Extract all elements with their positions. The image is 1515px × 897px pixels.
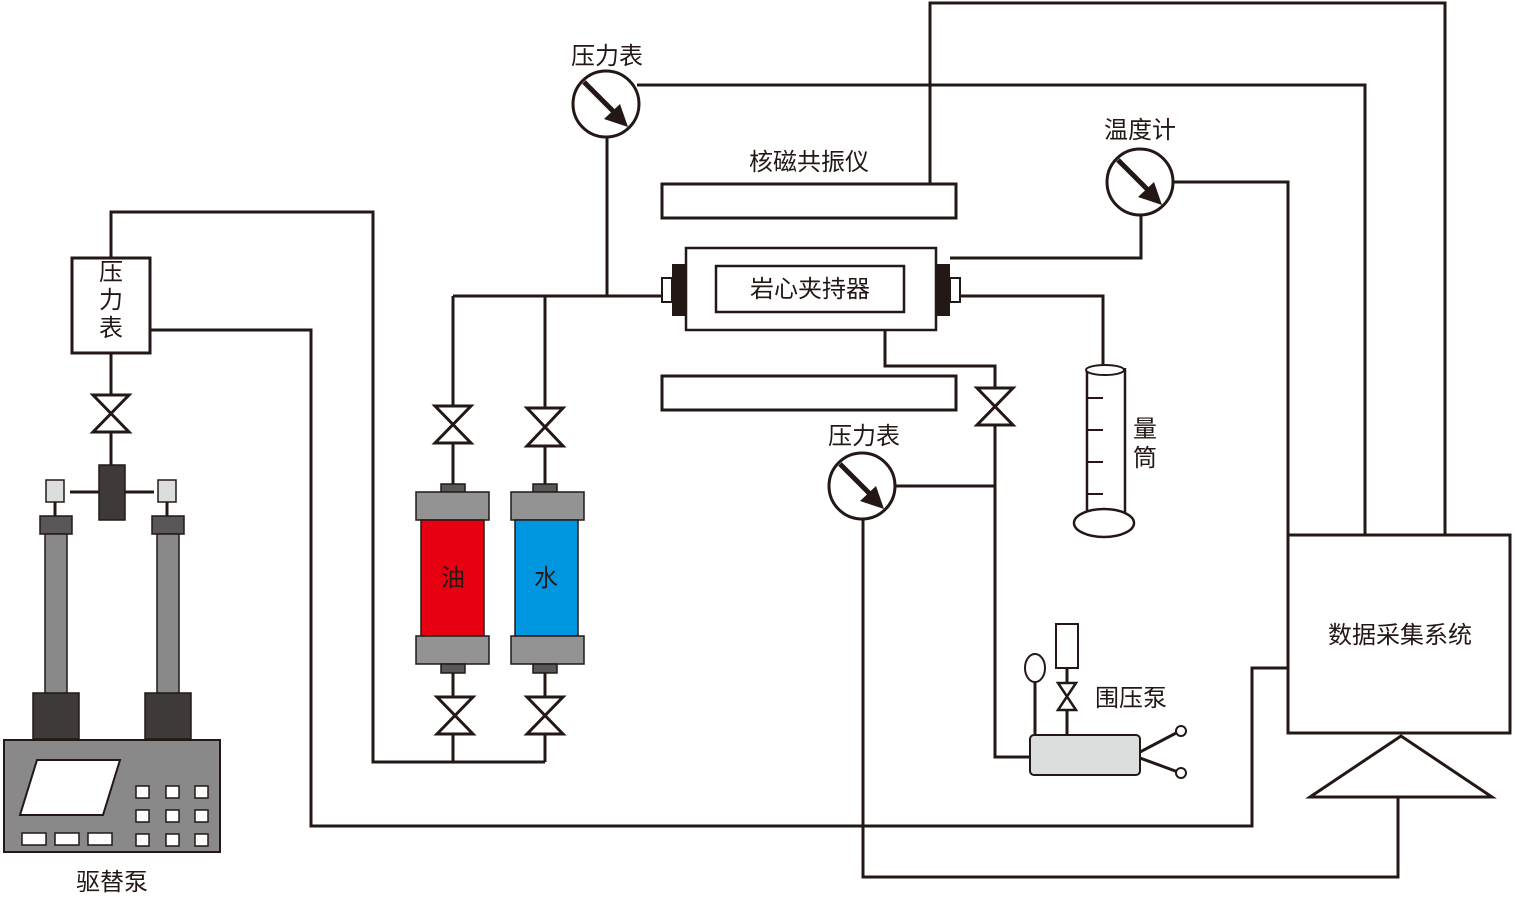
connection-lines [70,1,1447,879]
core-holder-label: 岩心夹持器 [750,275,870,303]
water-label: 水 [534,564,558,592]
confining-pump [1024,623,1187,779]
valve-oil-top[interactable] [431,404,475,445]
valve-water-top[interactable] [523,406,567,448]
gauge-top-label: 压力表 [571,42,643,70]
wire-daq-top-gauge [637,83,1367,535]
cylinder-label-vertical: 量 筒 [1133,415,1165,472]
pump-keypad [21,785,209,847]
daq-box [1286,533,1512,735]
pressure-gauge-left-box [70,256,152,355]
gauge-mid-label: 压力表 [828,422,900,450]
wire-left-gauge-feed [109,210,545,764]
pressure-gauge-top [571,69,641,139]
gauge-left-char-c: 表 [99,314,123,342]
confining-line [883,330,997,390]
core-holder [661,246,961,332]
displacement-pump [3,432,221,853]
oil-label: 油 [441,564,465,592]
displacement-pump-label: 驱替泵 [76,868,148,896]
wire-daq-nmr [928,1,1447,535]
nmr-plate-top [660,182,958,220]
water-container [510,446,585,697]
wire-thermometer-holder [950,212,1143,260]
wire-thermometer-daq [1173,180,1290,535]
gauge-left-char-b: 力 [99,286,123,314]
nmr-plate-bottom [660,374,958,412]
graduated-cylinder [1072,364,1136,539]
daq-stand [1305,734,1497,799]
confining-pump-label: 围压泵 [1095,684,1167,712]
daq-label: 数据采集系统 [1328,621,1472,649]
valve-oil-bottom[interactable] [433,695,477,736]
nmr-label: 核磁共振仪 [749,148,869,176]
pump-screen [18,759,122,816]
valve-confining[interactable] [973,386,1017,427]
thermometer-label: 温度计 [1104,116,1176,144]
gauge-left-char-a: 压 [99,258,123,286]
thermometer-gauge [1105,147,1175,217]
wire-mid-gauge-daq [861,517,1400,879]
valve-pump[interactable] [89,393,133,434]
valve-water-bottom[interactable] [523,695,567,736]
oil-container [415,443,490,697]
cylinder-label-char-b: 筒 [1133,444,1157,472]
cylinder-label-char-a: 量 [1133,415,1157,443]
wire-left-gauge-daq [150,328,1288,828]
outlet-line [958,294,1105,372]
gauge-left-label: 压 力 表 [99,258,131,342]
pressure-gauge-mid [827,451,897,521]
